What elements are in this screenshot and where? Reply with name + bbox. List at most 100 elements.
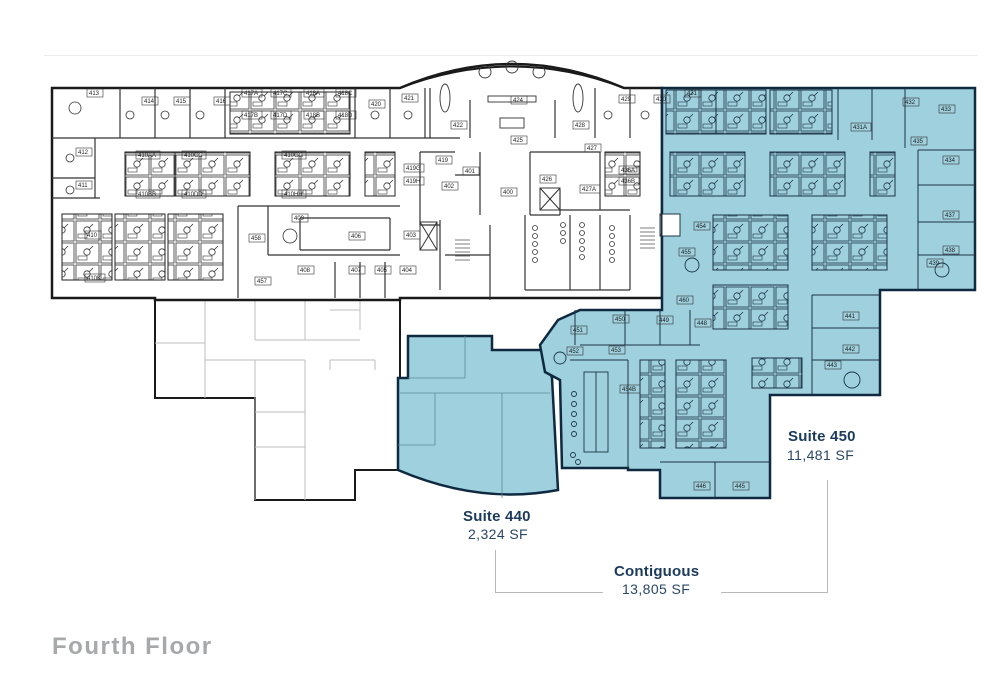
bracket-left-horizontal bbox=[495, 592, 603, 593]
room-label-box bbox=[539, 174, 557, 184]
suite-450-area: 11,481 SF bbox=[787, 447, 855, 463]
room-label-box bbox=[566, 346, 584, 356]
room-label-box bbox=[254, 276, 272, 286]
room-number: 427 bbox=[587, 146, 598, 152]
suite-440-highlight[interactable] bbox=[396, 334, 560, 498]
room-number: 420 bbox=[371, 102, 382, 108]
room-label-box bbox=[173, 96, 191, 106]
room-label-box bbox=[678, 247, 696, 257]
room-label-box bbox=[694, 318, 712, 328]
room-label-box bbox=[850, 122, 872, 132]
room-label-box bbox=[608, 345, 626, 355]
room-number: 404 bbox=[402, 268, 413, 274]
suite-440-name: Suite 440 bbox=[463, 508, 531, 525]
room-number: 422 bbox=[453, 123, 464, 129]
room-label-box bbox=[942, 155, 960, 165]
room-label-box bbox=[579, 184, 601, 194]
room-number: 445 bbox=[735, 484, 746, 490]
room-label-box bbox=[942, 245, 960, 255]
room-number: 438 bbox=[945, 248, 956, 254]
room-number: 431A bbox=[853, 125, 867, 131]
room-label-box bbox=[693, 481, 711, 491]
room-label-box bbox=[348, 231, 366, 241]
room-label-box bbox=[181, 189, 207, 199]
room-number: 443 bbox=[827, 363, 838, 369]
room-label-box bbox=[281, 150, 307, 160]
room-number: 436B bbox=[621, 179, 635, 185]
room-number: 441 bbox=[845, 314, 856, 320]
room-label-box bbox=[348, 265, 366, 275]
main-building bbox=[50, 60, 681, 302]
room-label-box bbox=[297, 265, 315, 275]
room-number: 405 bbox=[377, 268, 388, 274]
room-number: 403 bbox=[406, 233, 417, 239]
room-number: 425 bbox=[513, 138, 524, 144]
room-number: 454B bbox=[622, 387, 636, 393]
room-label-box bbox=[676, 295, 694, 305]
room-number: 434 bbox=[945, 158, 956, 164]
room-label-box bbox=[435, 155, 453, 165]
room-label-box bbox=[213, 96, 231, 106]
room-number: 448 bbox=[697, 321, 708, 327]
room-label-box bbox=[368, 99, 386, 109]
room-number: 410 bbox=[87, 233, 98, 239]
room-label-box bbox=[619, 384, 641, 394]
room-number: 424 bbox=[513, 98, 524, 104]
suite-450-highlight[interactable] bbox=[538, 86, 977, 500]
room-number: 419H bbox=[406, 179, 420, 185]
room-label-box bbox=[270, 110, 292, 120]
room-label-box bbox=[824, 360, 842, 370]
room-label-box bbox=[303, 88, 325, 98]
room-number: 411 bbox=[78, 183, 88, 189]
suite-450-name: Suite 450 bbox=[788, 428, 856, 445]
room-label-box bbox=[500, 187, 518, 197]
room-label-box bbox=[86, 88, 104, 98]
room-label-box bbox=[399, 265, 417, 275]
room-number: 406 bbox=[351, 234, 362, 240]
room-number: 418D bbox=[338, 113, 353, 119]
room-number: 416 bbox=[216, 99, 227, 105]
room-label-box bbox=[584, 143, 602, 153]
room-label-box bbox=[732, 481, 750, 491]
room-label-box bbox=[938, 104, 956, 114]
room-label-box bbox=[441, 181, 459, 191]
room-label-box bbox=[942, 210, 960, 220]
room-label-box bbox=[618, 176, 640, 186]
room-label-box bbox=[270, 88, 292, 98]
room-label-box bbox=[926, 258, 944, 268]
room-number: 455 bbox=[681, 250, 692, 256]
room-number: 418B bbox=[306, 113, 320, 119]
room-number: 408 bbox=[300, 268, 311, 274]
room-number: 437 bbox=[945, 213, 956, 219]
room-number: 453 bbox=[611, 348, 622, 354]
room-label-box bbox=[618, 165, 640, 175]
room-label-box bbox=[902, 97, 920, 107]
room-number: 417A bbox=[244, 91, 258, 97]
room-number: 427A bbox=[582, 187, 596, 193]
room-number: 417C bbox=[273, 91, 288, 97]
room-number: 400 bbox=[503, 190, 514, 196]
room-label-box bbox=[374, 265, 392, 275]
top-divider bbox=[44, 55, 978, 56]
room-number: 410CC bbox=[184, 153, 203, 159]
room-number: 419 bbox=[438, 158, 449, 164]
room-number: 432 bbox=[905, 100, 916, 106]
room-number: 414 bbox=[144, 99, 155, 105]
room-label-box bbox=[335, 110, 357, 120]
room-label-box bbox=[241, 110, 263, 120]
suite-440-area: 2,324 SF bbox=[468, 526, 529, 542]
room-label-box bbox=[570, 325, 588, 335]
room-label-box bbox=[141, 96, 159, 106]
room-label-box bbox=[653, 94, 671, 104]
room-label-box bbox=[693, 221, 711, 231]
room-number: 419G bbox=[406, 166, 421, 172]
room-number: 410BB bbox=[138, 192, 156, 198]
room-number: 431 bbox=[687, 91, 698, 97]
room-label-box bbox=[510, 135, 528, 145]
room-number: 410K bbox=[87, 276, 101, 282]
room-number: 407 bbox=[351, 268, 362, 274]
room-label-box bbox=[248, 233, 266, 243]
room-label-box bbox=[181, 150, 207, 160]
room-label-box bbox=[842, 344, 860, 354]
